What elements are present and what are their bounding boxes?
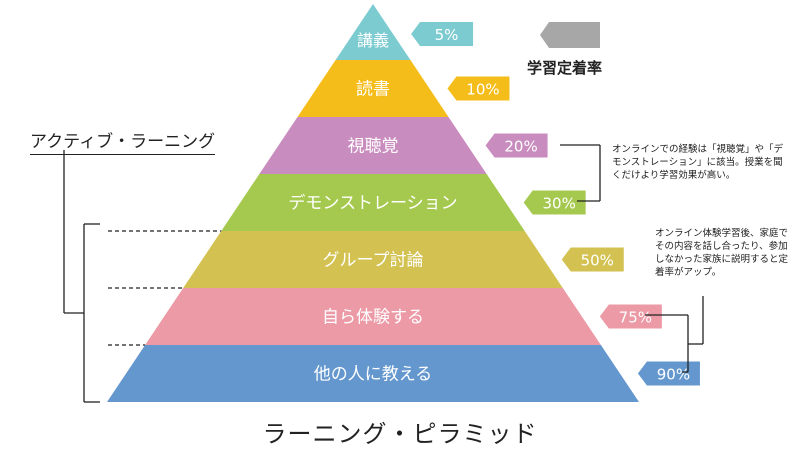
retention-tag	[599, 304, 662, 329]
retention-tag	[447, 76, 510, 101]
retention-rate: 10%	[466, 81, 499, 99]
retention-tag	[485, 133, 548, 158]
pyramid-tier-3	[259, 117, 487, 174]
tier-label: グループ討論	[323, 251, 424, 271]
retention-rate: 5%	[435, 26, 459, 44]
note-online-viewing: オンラインでの経験は「視聴覚」や「デモンストレーション」に該当。授業を聞くだけよ…	[612, 144, 784, 181]
retention-rate: 30%	[542, 195, 575, 213]
retention-rate: 90%	[657, 366, 690, 384]
retention-tag	[561, 247, 624, 272]
pyramid-tier-7	[107, 345, 639, 402]
retention-rate: 75%	[619, 309, 652, 327]
tier-label: 講義	[357, 31, 389, 50]
retention-tag	[411, 22, 474, 46]
active-learning-label: アクティブ・ラーニング	[30, 127, 216, 155]
tier-label: 読書	[356, 80, 390, 100]
retention-tag	[637, 361, 700, 386]
tier-label: デモンストレーション	[288, 193, 457, 214]
legend-label: 学習定着率	[527, 59, 603, 77]
tier-label: 視聴覚	[348, 137, 399, 157]
tier-label: 自ら体験する	[322, 308, 424, 328]
connector-lines	[63, 144, 704, 403]
tier-label: 他の人に教える	[314, 365, 433, 385]
pyramid-tier-1	[335, 4, 411, 60]
retention-rate: 20%	[504, 138, 537, 156]
retention-rate: 50%	[581, 252, 614, 270]
pyramid-tier-5	[183, 231, 563, 288]
pyramid-tier-2	[297, 60, 449, 117]
diagram-title: ラーニング・ピラミッド	[262, 420, 538, 448]
pyramid-tier-6	[145, 288, 601, 345]
retention-tags: 5% 10% 20% 30% 50% 75% 90%	[411, 22, 700, 386]
retention-tag	[523, 190, 586, 215]
note-family-discussion: オンライン体験学習後、家庭でその内容を話し合ったり、参加しなかった家族に説明する…	[655, 228, 789, 278]
pyramid-tier-4	[221, 174, 525, 231]
legend-swatch	[540, 22, 600, 48]
